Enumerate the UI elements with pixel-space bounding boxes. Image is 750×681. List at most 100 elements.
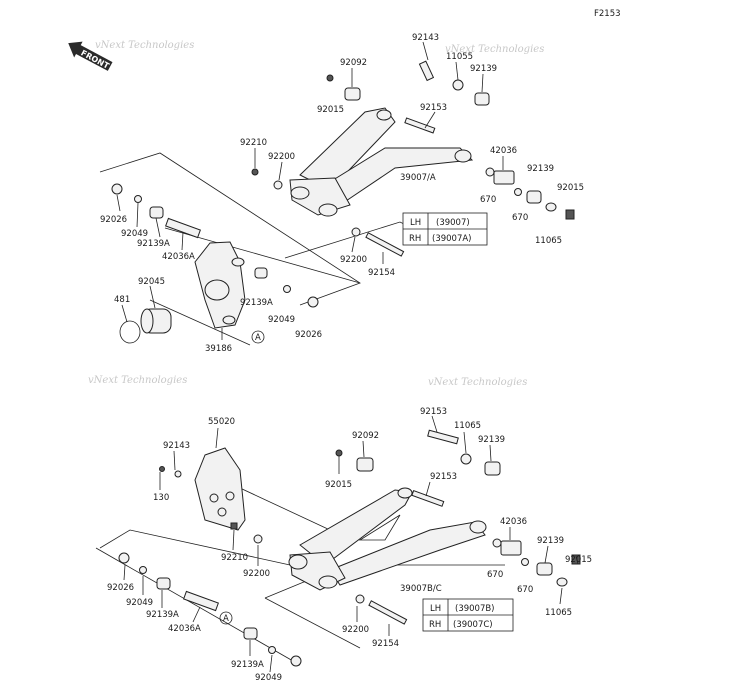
front-label: FRONT (79, 48, 111, 71)
bushing-part (156, 577, 171, 590)
skid-plate-part (194, 447, 246, 531)
part-label: 670 (480, 195, 496, 205)
upper-arm (289, 107, 474, 217)
nut-part (571, 554, 581, 565)
part-label: 42036A (162, 252, 195, 262)
bolt-part (418, 60, 435, 82)
sleeve-part (165, 217, 201, 239)
part-label: 92015 (565, 555, 592, 565)
part-label: 92153 (420, 103, 447, 113)
part-label: 92092 (340, 58, 367, 68)
part-label: 670 (487, 570, 503, 580)
part-label: 92200 (243, 569, 270, 579)
part-label: 92153 (420, 407, 447, 417)
callout-a-label: A (223, 614, 229, 624)
bushing-part (536, 562, 553, 576)
part-label: 92139A (240, 298, 273, 308)
upper-table: LH (39007) RH (39007A) (402, 212, 488, 246)
part-label: 92139 (470, 64, 497, 74)
washer-part (460, 453, 472, 465)
watermark: vNext Technologies (88, 375, 187, 386)
washer-part (253, 534, 263, 544)
part-label: 92154 (368, 268, 395, 278)
sleeve-part (500, 540, 522, 556)
part-label: 92026 (295, 330, 322, 340)
part-label: 11055 (446, 52, 473, 62)
seal-part (307, 296, 319, 308)
part-label: 92143 (163, 441, 190, 451)
seal-part (521, 558, 529, 566)
bolt-part (427, 429, 459, 445)
seal-part (485, 167, 495, 177)
table-side: LH (430, 604, 441, 614)
seal-part (139, 566, 147, 574)
nut-part (335, 449, 343, 457)
part-label: 92026 (100, 215, 127, 225)
bolt-part (404, 117, 436, 134)
nut-part (565, 209, 575, 220)
part-label: 92015 (317, 105, 344, 115)
part-label: 92200 (268, 152, 295, 162)
part-label: 92139 (527, 164, 554, 174)
sleeve-part (183, 590, 219, 612)
part-label: 92143 (412, 33, 439, 43)
figure-code: F2153 (594, 9, 621, 19)
part-label: 92210 (240, 138, 267, 148)
washer-part (452, 79, 464, 91)
table-part: (39007B) (455, 604, 495, 614)
part-label: 92139A (231, 660, 264, 670)
part-label: 481 (114, 295, 130, 305)
nut-part (230, 522, 238, 530)
part-label: 42036 (490, 146, 517, 156)
part-label: 92015 (557, 183, 584, 193)
lower-table: LH (39007B) RH (39007C) (422, 598, 514, 632)
bolt-part (365, 232, 405, 257)
seal-part (111, 183, 123, 195)
bushing-part (356, 457, 374, 472)
seal-part (134, 195, 142, 203)
part-label: 130 (153, 493, 169, 503)
circlip-part (119, 320, 141, 344)
bushing-part (254, 267, 268, 279)
table-side: RH (409, 234, 421, 244)
seal-part (283, 285, 291, 293)
part-label: 11065 (535, 236, 562, 246)
part-label: 92026 (107, 583, 134, 593)
part-label: 42036A (168, 624, 201, 634)
table-part: (39007A) (432, 234, 472, 244)
watermark: vNext Technologies (95, 40, 194, 51)
part-label: 92092 (352, 431, 379, 441)
washer-part (355, 594, 365, 604)
table-side: RH (429, 620, 441, 630)
part-label: 92049 (126, 598, 153, 608)
washer-part (351, 227, 361, 237)
part-label: 92210 (221, 553, 248, 563)
part-label: 92049 (121, 229, 148, 239)
knuckle-part (194, 241, 246, 329)
bolt-part (411, 490, 445, 507)
part-label: 39007/A (400, 173, 436, 183)
washer-part (545, 202, 557, 212)
part-label: 670 (517, 585, 533, 595)
washer-part (174, 470, 182, 478)
bushing-part (344, 87, 361, 101)
part-label: 92139 (478, 435, 505, 445)
nut-part (251, 168, 259, 176)
screw-part (159, 466, 165, 472)
part-label: 92200 (342, 625, 369, 635)
bushing-part (243, 627, 258, 640)
callout-a (251, 330, 265, 344)
callout-a (219, 611, 233, 625)
watermark: vNext Technologies (445, 44, 544, 55)
part-label: 92049 (255, 673, 282, 681)
seal-part (514, 188, 522, 196)
part-label: 92139 (537, 536, 564, 546)
seal-part (268, 646, 276, 654)
part-label: 92139A (137, 239, 170, 249)
part-label: 92049 (268, 315, 295, 325)
part-label: 39007B/C (400, 584, 442, 594)
part-label: 11065 (454, 421, 481, 431)
seal-part (290, 655, 302, 667)
callout-a-label: A (255, 333, 261, 343)
bushing-part (474, 92, 490, 106)
